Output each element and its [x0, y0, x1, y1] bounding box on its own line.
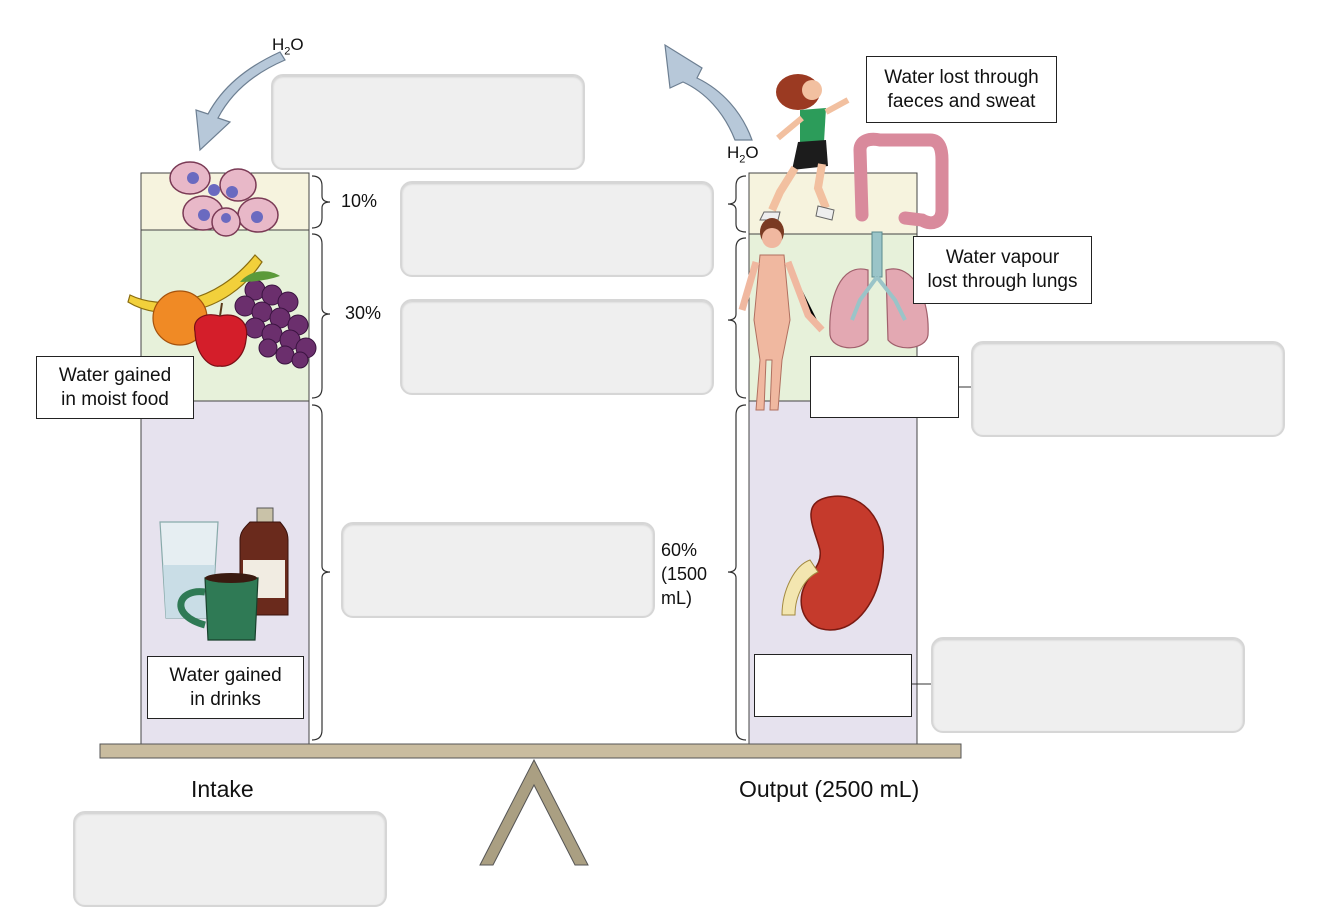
faeces-sweat-label: Water lost through faeces and sweat	[866, 56, 1057, 123]
drop-zone-3[interactable]	[400, 299, 714, 395]
drop-zone-2[interactable]	[400, 181, 714, 277]
percent-30: 30%	[345, 303, 382, 323]
output-label: Output (2500 mL)	[739, 776, 920, 802]
percent-60: 60% (1500 mL)	[661, 540, 708, 608]
empty-label-box	[754, 654, 912, 717]
intake-label: Intake	[191, 776, 254, 802]
drinks-icon	[159, 507, 289, 641]
moist-food-label: Water gained in moist food	[36, 356, 194, 419]
intestine-icon	[853, 132, 949, 230]
empty-label-box	[810, 356, 959, 418]
h2o-intake-label: H2O	[272, 35, 304, 58]
intake-braces	[311, 175, 331, 741]
lungs-label: Water vapour lost through lungs	[913, 236, 1092, 304]
balance-beam	[99, 743, 962, 759]
drop-zone-4[interactable]	[341, 522, 655, 618]
drinks-label: Water gained in drinks	[147, 656, 304, 719]
arrow-icon	[195, 51, 286, 152]
drop-zone-5[interactable]	[971, 341, 1285, 437]
drop-zone-1[interactable]	[271, 74, 585, 170]
body-icon	[738, 218, 825, 411]
h2o-output-label: H2O	[727, 143, 759, 166]
fruit-icon	[127, 254, 317, 369]
output-braces	[727, 175, 747, 741]
cells-icon	[169, 161, 279, 237]
runner-icon	[759, 74, 850, 221]
drop-zone-6[interactable]	[931, 637, 1245, 733]
balance-fulcrum	[479, 758, 589, 866]
drop-zone-7[interactable]	[73, 811, 387, 907]
percent-10: 10%	[341, 191, 378, 211]
arrow-icon	[664, 43, 753, 141]
kidney-icon	[781, 495, 884, 631]
